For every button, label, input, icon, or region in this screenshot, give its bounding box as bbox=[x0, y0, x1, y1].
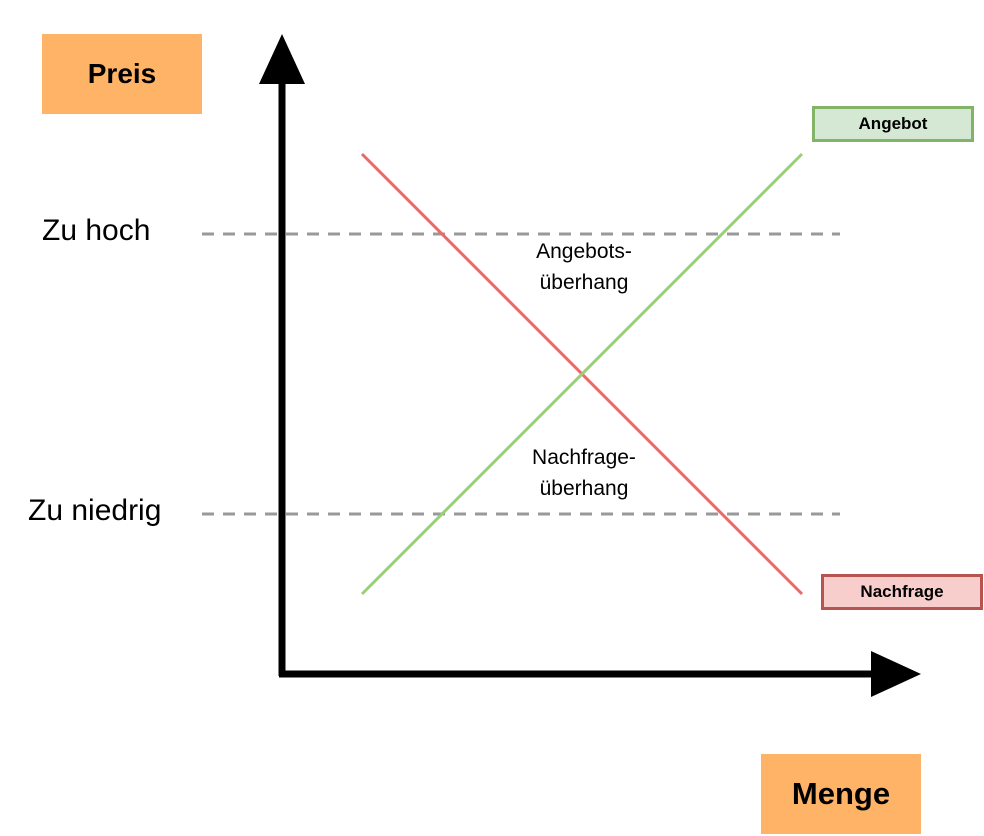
demand-label-box: Nachfrage bbox=[821, 574, 983, 610]
supply-curve bbox=[360, 152, 804, 596]
supply-label-box: Angebot bbox=[812, 106, 974, 142]
surplus-label-line1: Angebots- bbox=[536, 240, 632, 263]
y-axis-label: Preis bbox=[42, 34, 202, 114]
shortage-label-line2: überhang bbox=[539, 477, 629, 500]
x-axis-arrowhead bbox=[871, 651, 921, 697]
price-low-label: Zu niedrig bbox=[28, 494, 162, 527]
y-axis-arrowhead bbox=[259, 34, 305, 84]
x-axis-label: Menge bbox=[761, 754, 921, 834]
surplus-label-line2: überhang bbox=[539, 271, 629, 294]
price-high-label: Zu hoch bbox=[42, 214, 151, 247]
surplus-region-label: Angebots- überhang bbox=[484, 236, 684, 298]
shortage-region-label: Nachfrage- überhang bbox=[484, 442, 684, 504]
shortage-label-line1: Nachfrage- bbox=[532, 446, 636, 469]
